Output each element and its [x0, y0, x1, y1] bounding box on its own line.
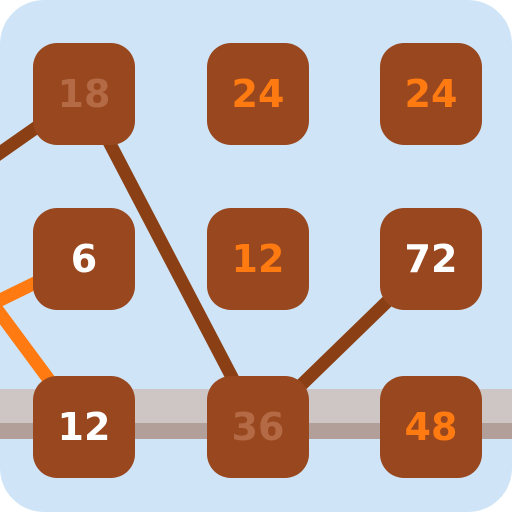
- tile-r1-c3[interactable]: 24: [380, 43, 482, 145]
- tile-value: 48: [404, 405, 458, 449]
- tile-value: 18: [57, 72, 111, 116]
- tile-value: 12: [57, 405, 111, 449]
- tile-value: 24: [404, 72, 458, 116]
- link-line-1: [77, 87, 265, 434]
- tile-r2-c3[interactable]: 72: [380, 208, 482, 310]
- tile-value: 72: [404, 237, 458, 281]
- tile-value: 6: [70, 237, 98, 281]
- tile-r2-c1[interactable]: 6: [33, 208, 135, 310]
- tile-r3-c3[interactable]: 48: [380, 376, 482, 478]
- tile-value: 12: [231, 237, 285, 281]
- tile-r2-c2[interactable]: 12: [207, 208, 309, 310]
- tile-r1-c2[interactable]: 24: [207, 43, 309, 145]
- tile-r1-c1[interactable]: 18: [33, 43, 135, 145]
- tile-value: 36: [231, 405, 285, 449]
- tile-r3-c1[interactable]: 12: [33, 376, 135, 478]
- tile-value: 24: [231, 72, 285, 116]
- tile-r3-c2[interactable]: 36: [207, 376, 309, 478]
